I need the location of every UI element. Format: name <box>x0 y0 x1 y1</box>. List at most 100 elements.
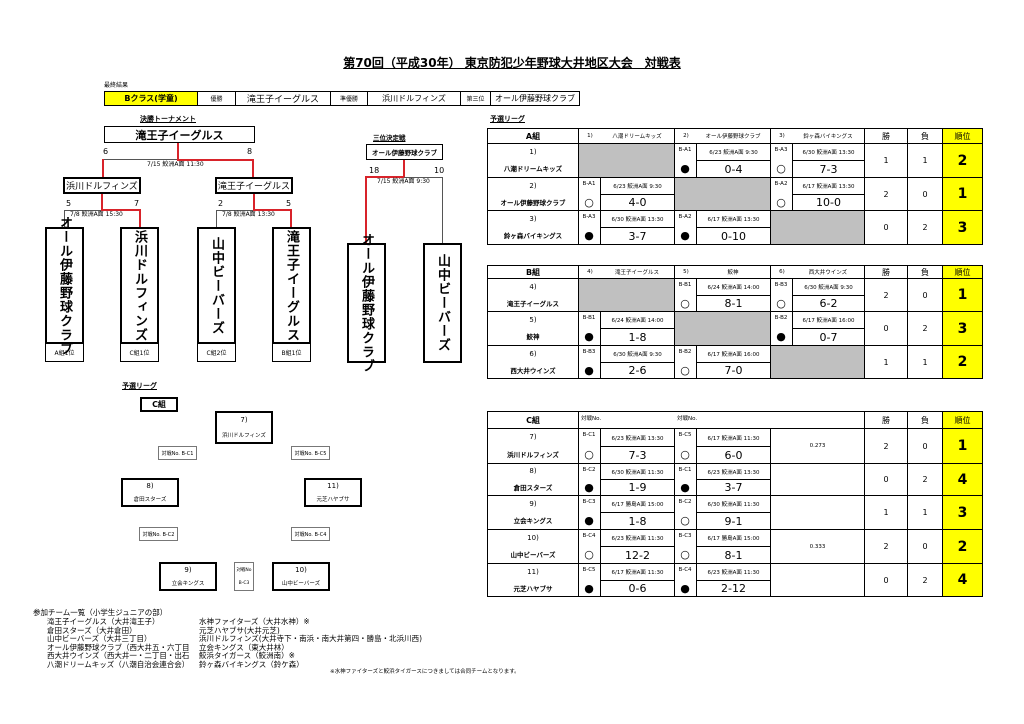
rank: 4 <box>942 563 983 597</box>
match-score: 3-7 <box>696 479 771 496</box>
losses: 1 <box>907 495 943 530</box>
result-mark: ○ <box>776 162 786 175</box>
bracket-line <box>102 159 178 160</box>
semi-date: 7/8 鮫洲A面 13:30 <box>222 211 275 218</box>
match-score: 1-8 <box>600 328 675 346</box>
bracket-line <box>216 210 217 227</box>
match-date: 6/30 鮫洲A面 13:30 <box>792 143 865 161</box>
rank: 1 <box>942 278 983 312</box>
col-win: 勝 <box>864 411 908 429</box>
wins: 1 <box>864 143 908 178</box>
match-score: 1-8 <box>600 512 675 530</box>
team-cell: 3)鈴ヶ森バイキングス <box>487 210 579 245</box>
match-score: 3-7 <box>600 227 675 245</box>
match-no: B-A1 <box>582 181 596 187</box>
tiebreak-value: 0.333 <box>770 529 865 564</box>
c-diagram-label: 予選リーグ <box>122 382 157 390</box>
group-name: C組 <box>487 411 579 429</box>
result-mark: ● <box>584 481 594 494</box>
match-no: B-A2 <box>678 214 692 220</box>
match-score: 12-2 <box>600 546 675 564</box>
participants-heading: 参加チーム一覧（小学生ジュニアの部） <box>33 608 168 617</box>
tiebreak-value <box>770 495 865 530</box>
team-name: 八潮ドリームキッズ <box>503 165 563 174</box>
participant-team: 浜川ドルフィンズ(大井寺下・南浜・南大井第四・勝島・北浜川西) <box>199 634 423 644</box>
diagram-team-name: 山中ビーバーズ <box>281 580 321 587</box>
diagram-center-no: B-C3 <box>238 581 250 586</box>
semi-score: 7 <box>134 199 140 208</box>
semi-score: 5 <box>286 199 292 208</box>
tiebreak-value <box>770 563 865 597</box>
team-cell: 5)鮫神 <box>487 311 579 346</box>
runner-up-team: 浜川ドルフィンズ <box>367 91 461 106</box>
match-no: B-C5 <box>678 432 692 438</box>
match-no: B-B3 <box>582 349 596 355</box>
col-rank: 順位 <box>942 411 983 429</box>
match-no: B-C3 <box>582 499 596 505</box>
match-date: 6/23 鮫洲A面 9:30 <box>600 177 675 195</box>
diagram-team: 9)立会キングス <box>159 562 217 591</box>
diagram-team-name: 元芝ハヤブサ <box>316 496 350 503</box>
match-score: 7-3 <box>600 446 675 464</box>
team-name: 滝王子イーグルス <box>507 299 559 308</box>
match-score: 0-4 <box>696 160 771 178</box>
header-team-name: 八潮ドリームキッズ <box>600 128 675 144</box>
result-mark: ○ <box>680 297 690 310</box>
team-box: 山中ビーバーズ <box>197 227 236 344</box>
col-win: 勝 <box>864 265 908 279</box>
team-name: 山中ビーバーズ <box>510 551 556 560</box>
header-team-name: 鈴ヶ森バイキングス <box>792 128 865 144</box>
diagram-team-no: 7) <box>240 416 248 425</box>
match-date: 6/30 鮫洲A面 13:30 <box>600 210 675 228</box>
match-date: 6/23 鮫洲A面 13:30 <box>600 428 675 447</box>
wins: 0 <box>864 210 908 245</box>
diagram-team: 11)元芝ハヤブサ <box>304 478 362 507</box>
bracket-line <box>252 159 254 177</box>
header-team-name: 滝王子イーグルス <box>600 265 675 279</box>
losses: 0 <box>907 529 943 564</box>
result-mark: ● <box>680 229 690 242</box>
losses: 1 <box>907 345 943 379</box>
match-no: B-B2 <box>774 315 788 321</box>
team-cell: 8)倉田スターズ <box>487 463 579 496</box>
bracket-line <box>442 177 443 244</box>
third-team: オール伊藤野球クラブ <box>490 91 580 106</box>
diagram-team: 7)浜川ドルフィンズ <box>215 411 273 444</box>
participant-team: 水神ファイターズ（大井水神）※ <box>199 617 310 626</box>
col-rank: 順位 <box>942 265 983 279</box>
group-name: B組 <box>487 265 579 279</box>
wins: 2 <box>864 278 908 312</box>
wins: 1 <box>864 345 908 379</box>
wins: 1 <box>864 495 908 530</box>
bracket-line <box>177 143 179 160</box>
team-name: 西大井ウインズ <box>510 366 556 375</box>
team-no: 8) <box>529 467 537 476</box>
participant-team: 八潮ドリームキッズ（八潮自治会連合会） <box>47 660 190 669</box>
losses: 2 <box>907 563 943 597</box>
team-no: 4) <box>529 282 537 291</box>
final-date: 7/15 鮫洲A面 11:30 <box>147 161 204 168</box>
losses: 0 <box>907 278 943 312</box>
winner-label: 優勝 <box>197 91 236 106</box>
team-no: 7) <box>529 433 537 441</box>
bracket-line <box>253 209 292 211</box>
header-blank <box>578 411 865 429</box>
diagram-team-no: 9) <box>184 566 192 575</box>
team-box: 滝王子イーグルス <box>272 227 311 344</box>
match-score: 4-0 <box>600 194 675 211</box>
team-name: 鈴ヶ森バイキングス <box>503 232 563 241</box>
diagram-match: 対戦No. B-C1 <box>158 446 197 460</box>
empty-cell <box>674 177 771 211</box>
bracket-line <box>366 176 405 178</box>
third-place-winner-box: オール伊藤野球クラブ <box>366 144 443 160</box>
losses: 1 <box>907 143 943 178</box>
final-left-score: 6 <box>103 147 109 156</box>
diagram-match: 対戦No. B-C2 <box>139 527 178 541</box>
match-no: B-B1 <box>582 315 596 321</box>
match-no: B-C4 <box>678 567 692 573</box>
result-mark: ○ <box>680 364 690 377</box>
match-date: 6/17 鮫洲A面 13:30 <box>792 177 865 195</box>
header-team-name: 鮫神 <box>696 265 771 279</box>
third-label: 第三位 <box>460 91 491 106</box>
team-box: 山中ビーバーズ <box>423 243 462 363</box>
